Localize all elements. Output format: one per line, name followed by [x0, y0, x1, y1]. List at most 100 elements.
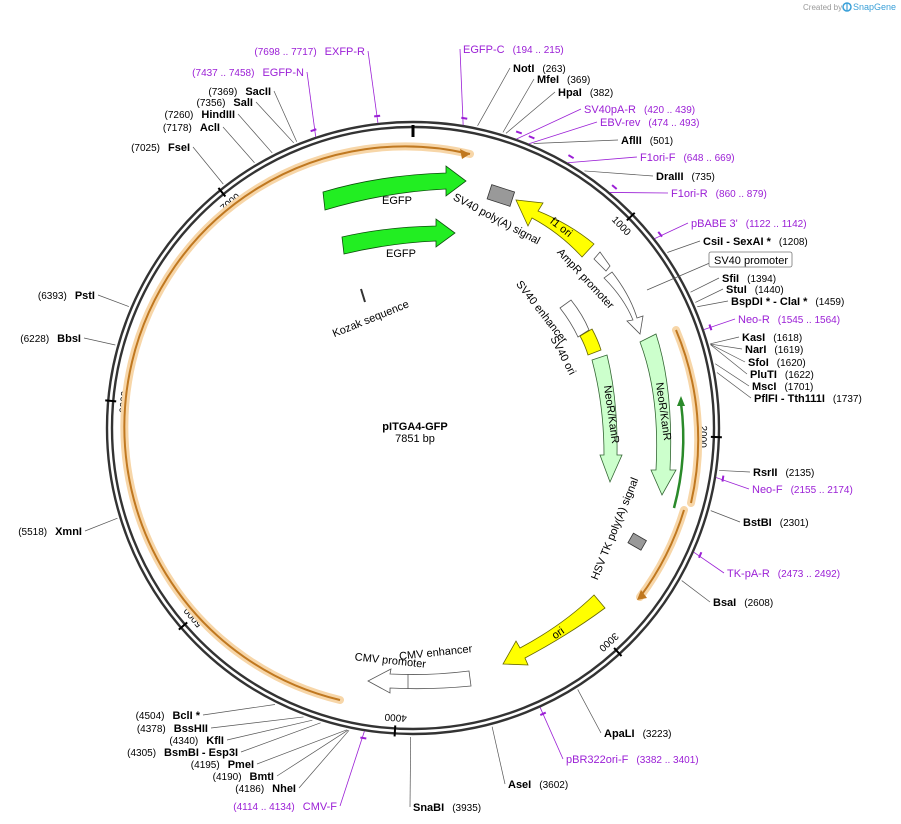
site-name: KasI [742, 332, 765, 344]
snapgene-credit: Created by SnapGene [803, 2, 896, 12]
site-leader [584, 170, 654, 177]
kozak-label: Kozak sequence [331, 298, 411, 340]
primer-leader [459, 48, 464, 126]
site-leader [710, 336, 740, 345]
backbone [105, 120, 721, 736]
site-name: BsmBI - Esp3I [164, 747, 238, 759]
site-position: (1737) [833, 394, 862, 405]
site-position: (1440) [755, 285, 784, 296]
site-leader [298, 730, 350, 789]
primer-position: (860 .. 879) [716, 189, 767, 200]
site-name: NarI [745, 344, 766, 356]
primer-name: EGFP-C [463, 44, 505, 56]
site-position: (3602) [539, 780, 568, 791]
primer-leader [306, 71, 317, 137]
orf-arc-upper-line [675, 329, 700, 504]
site-position: (7178) [163, 123, 192, 134]
primer-position: (7437 .. 7458) [192, 68, 254, 79]
hsv-polya-label: HSV TK poly(A) signal [589, 476, 641, 582]
site-position: (2301) [780, 518, 809, 529]
site-name: SnaBI [413, 802, 444, 814]
site-leader [256, 729, 347, 765]
site-leader [97, 294, 129, 307]
site-name: AflII [621, 135, 642, 147]
primer-mark [567, 154, 575, 160]
site-position: (7356) [197, 98, 226, 109]
site-name: SacII [245, 86, 271, 98]
site-position: (6228) [20, 334, 49, 345]
site-leader [710, 510, 741, 523]
site-name: RsrII [753, 467, 777, 479]
cmv-arrow [367, 668, 472, 694]
site-leader [697, 300, 729, 308]
primer-name: SV40pA-R [584, 104, 636, 116]
site-leader [83, 337, 116, 346]
site-position: (4340) [169, 736, 198, 747]
primer-name: TK-pA-R [727, 568, 770, 580]
primer-position: (3382 .. 3401) [636, 755, 698, 766]
site-position: (4378) [137, 724, 166, 735]
site-name: BssHII [174, 723, 208, 735]
primer-name: F1ori-F [640, 152, 676, 164]
primer-position: (1122 .. 1142) [746, 219, 807, 230]
primer-name: Neo-R [738, 314, 770, 326]
orf-arc-lower-line [639, 509, 685, 598]
site-name: SfiI [722, 273, 739, 285]
primer-position: (194 .. 215) [513, 45, 564, 56]
primer-leader [715, 477, 750, 490]
site-position: (3935) [452, 803, 481, 814]
site-position: (5518) [18, 527, 47, 538]
primer-mark [515, 130, 523, 135]
credit-prefix: Created by [803, 3, 842, 12]
orf-arc-main-head [460, 149, 470, 159]
primer-leader [528, 121, 598, 145]
egfp-outer-label: EGFP [382, 195, 412, 207]
site-name: AclI [200, 122, 220, 134]
credit-brand: SnapGene [853, 2, 896, 12]
site-position: (4195) [191, 760, 220, 771]
site-leader [210, 716, 304, 729]
site-name: BsaI [713, 597, 736, 609]
site-name: KflI [206, 735, 224, 747]
sv40-enhancer-label: SV40 enhancer [513, 279, 569, 346]
site-position: (1619) [774, 345, 803, 356]
site-name: BmtI [250, 771, 274, 783]
site-leader [192, 146, 224, 185]
orf-arcs [120, 142, 703, 704]
site-leader [505, 91, 556, 134]
ori-arrow [502, 594, 606, 666]
site-name: MfeI [537, 74, 559, 86]
site-position: (6393) [38, 291, 67, 302]
site-leader [695, 288, 724, 303]
primer-mark [461, 116, 468, 120]
primer-mark [721, 475, 725, 482]
site-position: (4504) [136, 711, 165, 722]
site-position: (501) [650, 136, 673, 147]
site-name: CsiI - SexAI * [703, 236, 772, 248]
hsv-polya-box [627, 532, 647, 551]
site-name: HpaI [558, 87, 582, 99]
site-leader [240, 722, 321, 753]
site-position: (7260) [164, 110, 193, 121]
primer-mark [528, 135, 535, 140]
site-position: (1208) [779, 237, 808, 248]
site-position: (2608) [744, 598, 773, 609]
site-leader [719, 470, 751, 473]
tick-mark [178, 621, 188, 631]
site-leader [273, 90, 298, 142]
site-position: (382) [590, 88, 613, 99]
site-name: HindIII [201, 109, 235, 121]
primer-name: Neo-F [752, 484, 783, 496]
primer-leader [654, 222, 689, 239]
orf-arc-green [672, 402, 685, 509]
primer-leader [693, 551, 725, 574]
site-position: (4186) [235, 784, 264, 795]
site-leader [409, 736, 412, 808]
primer-mark [360, 736, 367, 740]
site-position: (1620) [777, 358, 806, 369]
orf-arc-main-line [123, 145, 471, 701]
tick-mark [105, 399, 117, 403]
site-name: BbsI [57, 333, 81, 345]
tick-mark [613, 647, 623, 657]
